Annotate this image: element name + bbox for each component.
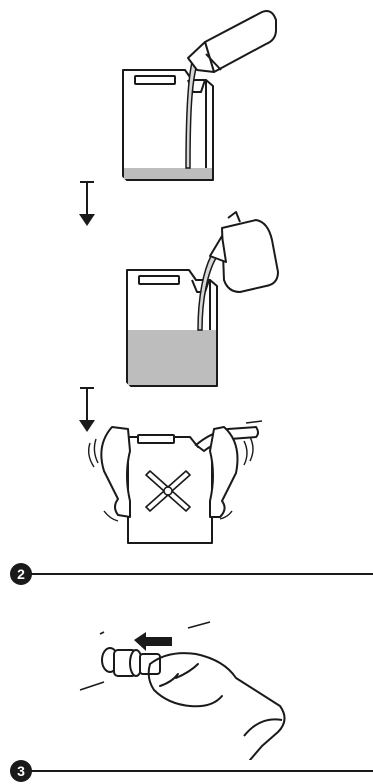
add-water-illustration: [0, 200, 373, 395]
step-2-marker: 2: [0, 563, 373, 587]
jug: [210, 212, 278, 292]
step-number: 3: [10, 760, 32, 782]
pour-into-canister-illustration: [0, 0, 373, 190]
step-divider: [30, 573, 373, 575]
liquid-level: [128, 330, 216, 385]
push-connector-illustration: [0, 620, 373, 760]
left-hand: [101, 427, 130, 517]
canister: [128, 435, 212, 543]
step-divider: [30, 770, 373, 772]
liquid-level: [124, 168, 212, 179]
shake-canister-illustration: [0, 415, 373, 555]
canister: [123, 70, 213, 180]
step-number: 2: [10, 563, 32, 585]
hand: [149, 653, 285, 760]
step-3-marker: 3: [0, 760, 373, 784]
right-hand: [210, 427, 238, 517]
bottle: [188, 11, 276, 72]
push-arrow-icon: [134, 632, 172, 651]
